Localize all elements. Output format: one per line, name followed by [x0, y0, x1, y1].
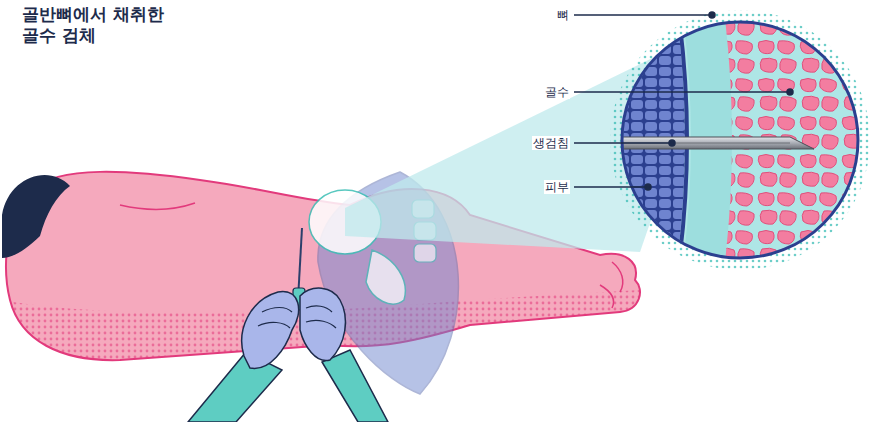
leader-line: [574, 186, 648, 188]
pelvis-bone: [366, 250, 405, 304]
leader-line: [574, 14, 712, 16]
leader-dot: [645, 184, 651, 190]
glove: [242, 292, 299, 369]
magnified-outline: [622, 22, 858, 258]
leader-line: [574, 91, 790, 93]
leader-dot: [669, 140, 675, 146]
leader-dot: [787, 89, 793, 95]
hair: [2, 175, 70, 258]
part-label: 생검침: [532, 136, 570, 150]
leader-line: [574, 142, 672, 144]
glove: [300, 288, 345, 360]
leader-lines: [574, 12, 793, 190]
spine: [414, 244, 436, 262]
sleeve: [322, 350, 388, 422]
feet-detail: [600, 262, 623, 308]
title: 골반뼈에서 채취한 골수 검체: [22, 4, 182, 47]
body-detail: [120, 203, 195, 209]
magnified-view: [600, 10, 870, 270]
part-label: 피부: [544, 180, 570, 194]
leader-dot: [709, 12, 715, 18]
part-label: 골수: [544, 85, 570, 99]
part-label: 뼈: [556, 8, 570, 22]
glove-fingers: [258, 306, 336, 328]
